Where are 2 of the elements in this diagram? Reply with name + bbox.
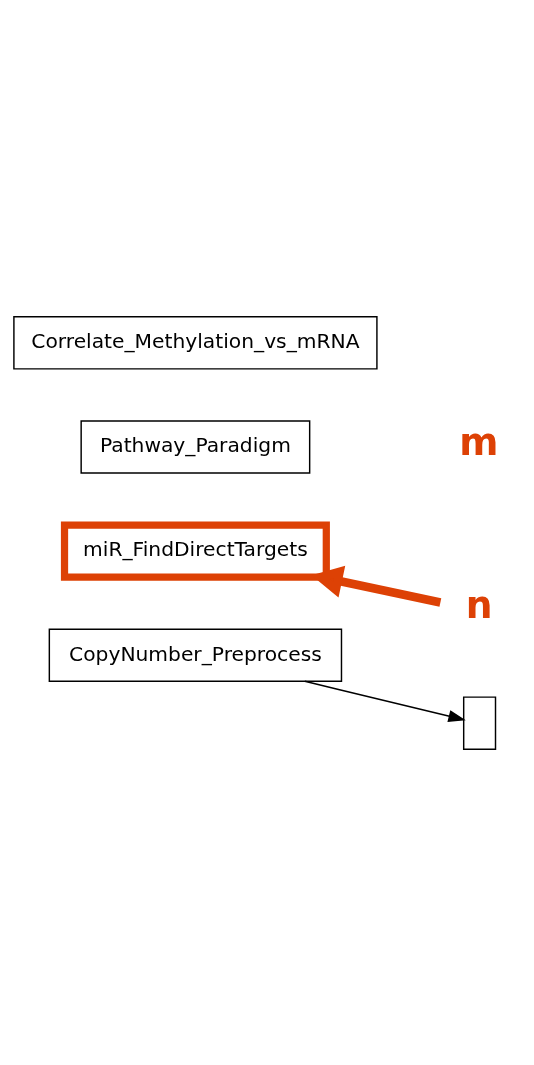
- label: m: [459, 419, 499, 464]
- node-text: n: [465, 582, 493, 627]
